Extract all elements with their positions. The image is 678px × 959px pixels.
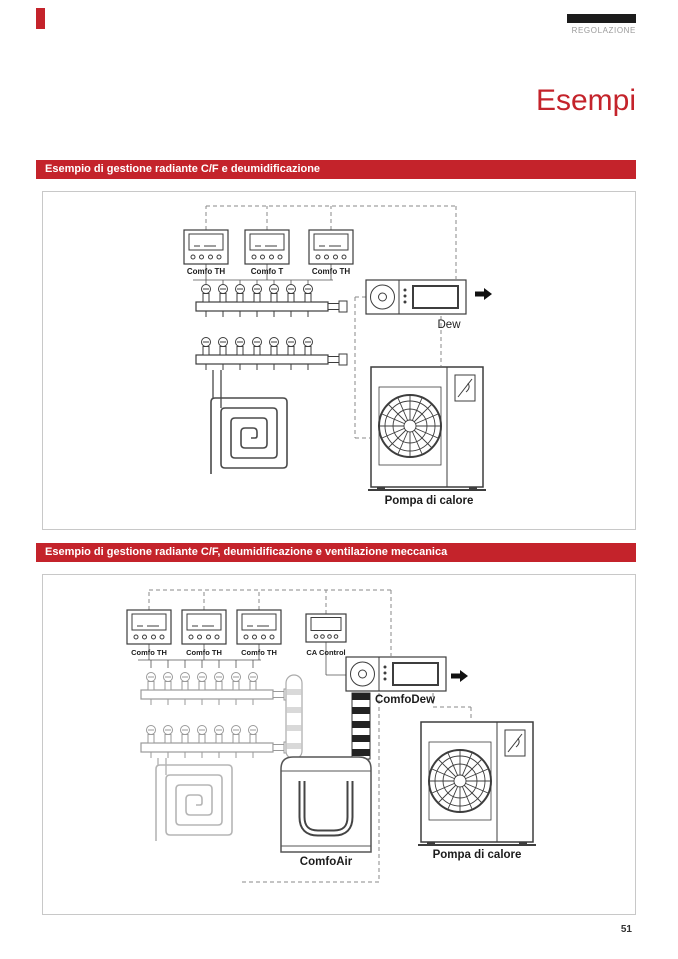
thermostat-1-label: Comfo TH	[131, 648, 167, 657]
thermostat-2-label: Comfo T	[250, 267, 284, 276]
heat-pump-label: Pompa di calore	[384, 495, 474, 507]
flexible-exhaust-duct	[351, 692, 371, 760]
page-number: 51	[620, 924, 632, 935]
page-title: Esempi	[535, 84, 636, 117]
coil-feed-pipes	[212, 370, 222, 408]
coil-feed-pipes	[157, 758, 167, 775]
thermostat-3	[308, 229, 354, 265]
diagram1-schematic	[183, 205, 492, 491]
comfodew-label: ComfoDew	[374, 694, 436, 706]
control-bus-dashed	[148, 589, 472, 883]
comfodew-unit	[345, 656, 447, 692]
section-tag: REGOLAZIONE	[571, 26, 636, 35]
thermostat-3-label: Comfo TH	[311, 267, 351, 276]
airflow-arrow-icon	[475, 288, 492, 300]
comfoair-unit	[280, 756, 372, 853]
floor-heating-coil	[155, 764, 233, 842]
manifold-upper	[196, 285, 347, 318]
thermostat-3	[236, 609, 282, 645]
valve-wiring	[193, 264, 333, 284]
diagram2-schematic	[126, 589, 537, 883]
valve-wiring	[138, 642, 346, 676]
airflow-arrow-icon	[451, 670, 468, 682]
ca-control-label: CA Control	[306, 648, 346, 657]
thermostat-1	[183, 229, 229, 265]
manifold-upper	[141, 673, 292, 706]
heat-pump	[367, 366, 487, 491]
floor-heating-coil	[210, 397, 288, 475]
manifold-lower	[196, 338, 347, 371]
heat-pump	[417, 721, 537, 846]
ca-control-unit	[305, 613, 347, 643]
thermostat-2	[244, 229, 290, 265]
control-bus-dashed	[205, 205, 457, 439]
diagram2-frame: Comfo TH Comfo TH Comfo TH CA Control Co…	[42, 574, 636, 915]
diagram2-banner: Esempio di gestione radiante C/F, deumid…	[36, 543, 636, 562]
thermostat-1	[126, 609, 172, 645]
thermostat-2	[181, 609, 227, 645]
thermostat-3-label: Comfo TH	[241, 648, 277, 657]
comfoair-label: ComfoAir	[299, 856, 353, 868]
thermostat-1-label: Comfo TH	[186, 267, 226, 276]
dew-unit	[365, 279, 467, 315]
insulated-supply-duct	[285, 674, 303, 760]
header-rule-bar	[567, 14, 636, 23]
dew-label: Dew	[437, 319, 461, 331]
red-corner-mark	[36, 8, 45, 29]
thermostat-2-label: Comfo TH	[186, 648, 222, 657]
diagram1-frame: Comfo TH Comfo T Comfo TH Dew Pompa di c…	[42, 191, 636, 530]
heat-pump-label: Pompa di calore	[432, 849, 522, 861]
diagram1-banner: Esempio di gestione radiante C/F e deumi…	[36, 160, 636, 179]
manifold-lower	[141, 726, 292, 759]
